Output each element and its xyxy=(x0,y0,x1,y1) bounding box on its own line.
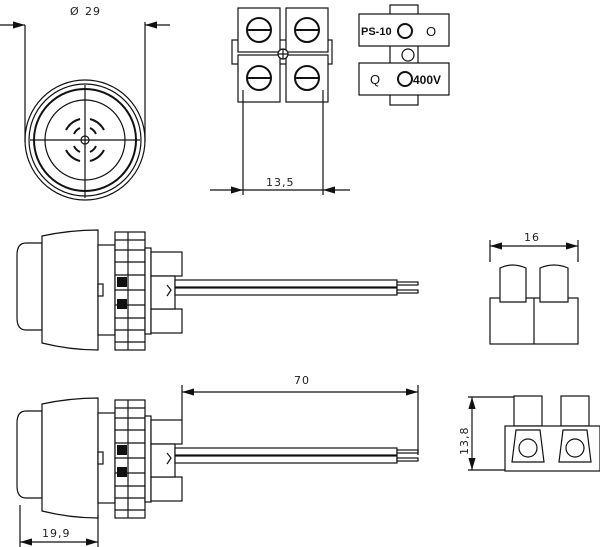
model-label: PS-10 xyxy=(361,26,392,38)
terminal-spacing-dimension: 13,5 xyxy=(266,176,295,189)
front-view: Ø 29 xyxy=(0,5,170,201)
wire-length-dimension: 70 xyxy=(181,374,419,455)
wire-length-value: 70 xyxy=(294,374,310,387)
earth-symbol-icon xyxy=(397,23,413,39)
rear-terminal-view: 13,5 xyxy=(210,7,350,195)
terminal-label-block: PS-10 O Q 400V xyxy=(358,4,450,106)
diameter-symbol: Ø xyxy=(70,5,80,18)
front-depth-value: 19,9 xyxy=(42,527,71,540)
bottom-mark-label: Q xyxy=(370,72,380,87)
block-height-value: 13,8 xyxy=(458,427,471,456)
top-mark-label: O xyxy=(426,24,436,39)
side-view-top xyxy=(16,229,419,351)
earth-symbol-icon-2 xyxy=(397,71,413,87)
sound-slots-icon xyxy=(65,118,105,162)
diameter-dimension: 29 xyxy=(85,5,101,18)
voltage-label: 400V xyxy=(413,73,441,87)
side-view-bottom xyxy=(16,397,419,519)
terminal-block-top: 16 xyxy=(489,231,579,345)
terminal-block-side: 13,8 xyxy=(458,395,600,472)
front-depth-dimension: 19,9 xyxy=(19,505,99,547)
block-width-value: 16 xyxy=(524,231,540,244)
